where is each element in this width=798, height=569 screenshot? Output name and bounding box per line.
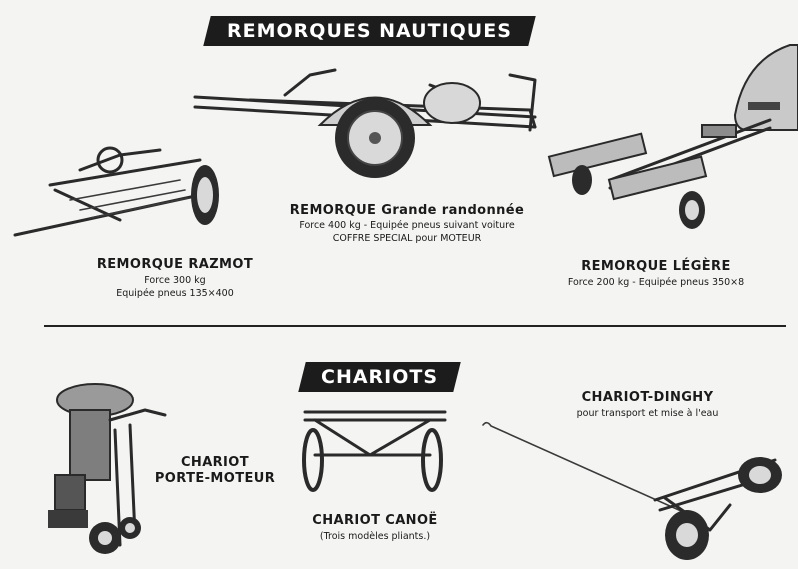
remorque-grande-randonnee-title: REMORQUE Grande randonnée [289,203,525,218]
remorque-razmot-title: REMORQUE RAZMOT [96,257,254,272]
remorque-razmot-illustration [13,146,219,237]
chariot-dinghy-subtitle: pour transport et mise à l'eau [576,408,719,419]
chariot-porte-moteur-label-line2: PORTE-MOTEUR [154,471,276,486]
chariot-canoe-title: CHARIOT CANOË [312,513,438,528]
remorque-grande-randonnee-spec: Force 400 kg - Equipée pneus suivant voi… [299,220,515,231]
remorque-razmot-force: Force 300 kg [144,275,206,286]
chariots-heading: CHARIOTS [320,366,439,388]
section-divider [44,325,786,327]
chariot-canoe-illustration [302,410,447,492]
remorque-legere-title: REMORQUE LÉGÈRE [581,259,731,274]
remorque-razmot-pneus: Equipée pneus 135×400 [116,288,234,299]
remorque-grande-randonnee-coffre: COFFRE SPECIAL pour MOTEUR [332,233,482,244]
remorque-legere-illustration [547,44,798,229]
chariot-dinghy-title: CHARIOT-DINGHY [581,390,714,405]
remorque-grande-randonnee-illustration [193,68,537,178]
remorques-nautiques-banner: REMORQUES NAUTIQUES [203,16,536,46]
remorques-nautiques-heading: REMORQUES NAUTIQUES [227,20,512,42]
remorque-legere-spec: Force 200 kg - Equipée pneus 350×8 [567,277,745,288]
chariot-porte-moteur-illustration [48,383,167,554]
chariots-banner: CHARIOTS [298,362,461,392]
chariot-porte-moteur-label-line1: CHARIOT [180,455,250,470]
chariot-canoe-subtitle: (Trois modèles pliants.) [319,531,431,542]
chariot-dinghy-illustration [482,421,782,560]
